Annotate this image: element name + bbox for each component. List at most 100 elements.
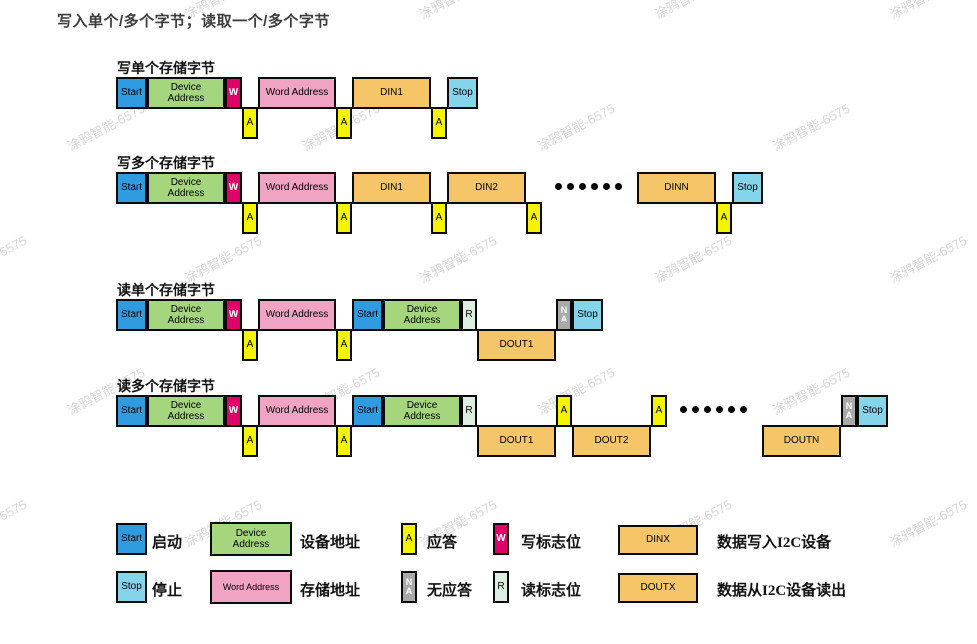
block-ack: A [431,107,447,139]
ellipsis-dots [555,183,625,190]
block-wflag: W [225,172,242,204]
watermark-text: 涂鸦智能-6575 [886,496,970,551]
block-word: Word Address [258,172,336,204]
page-title: 写入单个/多个字节；读取一个/多个字节 [57,13,330,30]
watermark-text: 涂鸦智能-6575 [886,0,970,23]
block-wflag: W [225,299,242,331]
block-ack: A [336,425,352,457]
block-start: Start [352,299,383,331]
block-word: Word Address [258,395,336,427]
legend-block-data: DINX [618,525,698,555]
dot [680,406,687,413]
ellipsis-dots [680,406,750,413]
block-ack: A [716,202,732,234]
legend-block-start: Start [116,523,147,555]
block-ack: A [242,329,258,361]
dot [615,183,622,190]
block-start: Start [116,299,147,331]
block-ack: A [336,107,352,139]
legend-item-text: 无应答 [427,583,473,599]
block-device: Device Address [147,172,225,204]
legend-block-nack: N A [401,571,417,603]
diagram-label: 写多个存储字节 [117,157,215,172]
block-start: Start [352,395,383,427]
legend-item-text: 写标志位 [521,535,582,551]
block-word: Word Address [258,77,336,109]
block-stop: Stop [572,299,603,331]
block-ack: A [651,395,667,427]
dot [579,183,586,190]
legend-block-stop: Stop [116,571,147,603]
block-device: Device Address [147,77,225,109]
block-data: DIN1 [352,77,431,109]
watermark-text: 涂鸦智能-6575 [651,232,735,287]
watermark-text: 涂鸦智能-6575 [416,232,500,287]
legend-item-text: 启动 [152,535,183,551]
block-data: DIN1 [352,172,431,204]
diagram-label: 写单个存储字节 [117,62,215,77]
block-nack: N A [841,395,857,427]
legend-block-data: DOUTX [618,573,698,603]
legend-item-text: 数据写入I2C设备 [717,535,832,551]
block-device: Device Address [147,299,225,331]
dot [567,183,574,190]
block-stop: Stop [447,77,478,109]
block-device: Device Address [147,395,225,427]
watermark-text: 涂鸦智能-6575 [886,232,970,287]
block-data: DOUT1 [477,425,556,457]
dot [728,406,735,413]
block-ack: A [336,329,352,361]
watermark-text: 涂鸦智能-6575 [416,0,500,23]
legend-item-text: 设备地址 [300,535,361,551]
watermark-text: 涂鸦智能-6575 [769,100,853,155]
block-data: DOUT1 [477,329,556,361]
block-device: Device Address [383,299,461,331]
watermark-text: 涂鸦智能-6575 [651,0,735,23]
dot [740,406,747,413]
watermark-text: 涂鸦智能-6575 [0,496,30,551]
block-word: Word Address [258,299,336,331]
block-data: DOUTN [762,425,841,457]
block-start: Start [116,395,147,427]
dot [603,183,610,190]
watermark-text: 涂鸦智能-6575 [181,232,265,287]
block-nack: N A [556,299,572,331]
legend-item-text: 数据从I2C设备读出 [717,583,847,599]
block-data: DIN2 [447,172,526,204]
dot [692,406,699,413]
block-data: DOUT2 [572,425,651,457]
watermark-text: 涂鸦智能-6575 [534,364,618,419]
block-start: Start [116,172,147,204]
block-ack: A [242,202,258,234]
block-ack: A [242,107,258,139]
watermark-text: 涂鸦智能-6575 [534,100,618,155]
legend-block-ack: A [401,523,417,555]
legend-block-device: Device Address [210,522,292,556]
legend-item-text: 停止 [152,583,183,599]
block-rflag: R [461,299,477,331]
block-stop: Stop [857,395,888,427]
watermark-text: 涂鸦智能-6575 [0,232,30,287]
diagram-label: 读单个存储字节 [117,284,215,299]
block-ack: A [556,395,572,427]
block-data: DINN [637,172,716,204]
legend-item-text: 存储地址 [300,583,361,599]
dot [555,183,562,190]
legend-item-text: 读标志位 [521,583,582,599]
block-ack: A [431,202,447,234]
legend-block-word: Word Address [210,570,292,604]
block-ack: A [242,425,258,457]
block-wflag: W [225,77,242,109]
legend-block-rflag: R [493,571,509,603]
block-wflag: W [225,395,242,427]
watermark-text: 涂鸦智能-6575 [0,0,30,23]
block-stop: Stop [732,172,763,204]
dot [704,406,711,413]
block-start: Start [116,77,147,109]
block-rflag: R [461,395,477,427]
block-ack: A [336,202,352,234]
block-device: Device Address [383,395,461,427]
dot [716,406,723,413]
diagram-label: 读多个存储字节 [117,380,215,395]
